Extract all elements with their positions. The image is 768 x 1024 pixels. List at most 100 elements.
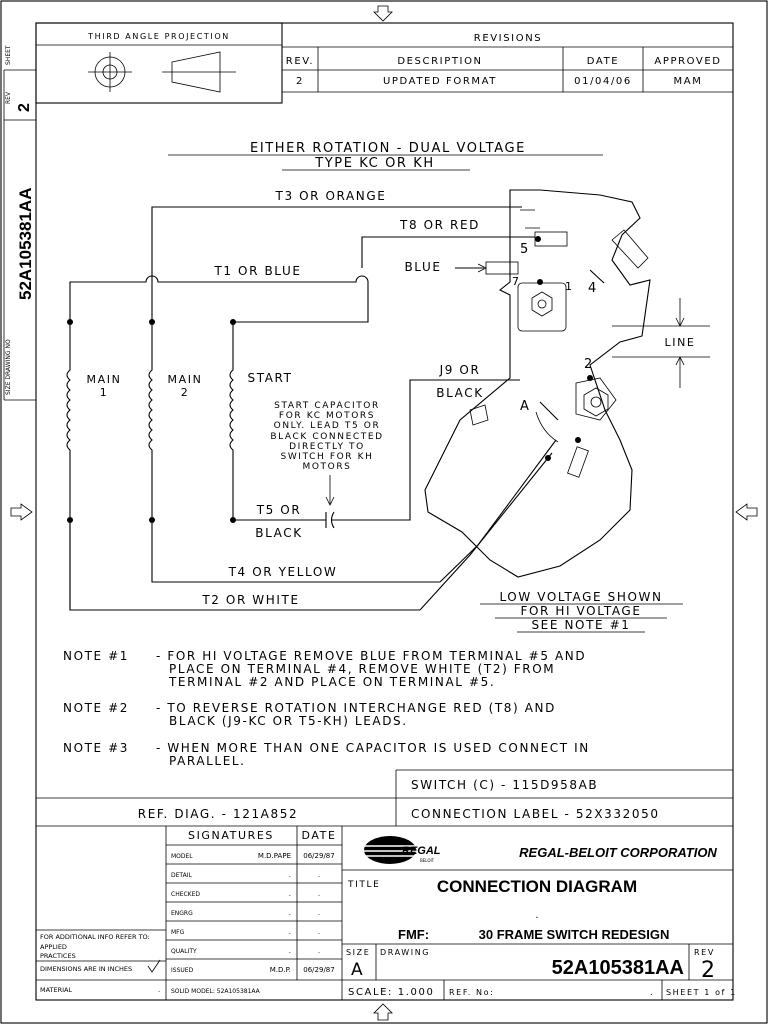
- sig-date: 06/29/87: [303, 852, 334, 860]
- approved-col-header: APPROVED: [654, 56, 721, 67]
- cap-note-line: DIRECTLY TO: [289, 442, 365, 452]
- switch-assembly: [424, 189, 651, 578]
- center-arrow-left-icon: [10, 503, 33, 521]
- inner-border: [35, 22, 734, 1001]
- label-main2-num: 2: [181, 386, 190, 399]
- material-value: .: [158, 986, 160, 994]
- sig-date: .: [318, 947, 320, 955]
- sig-role: MODEL: [171, 853, 193, 860]
- description-col-header: DESCRIPTION: [397, 56, 482, 67]
- dimensions-label: DIMENSIONS ARE IN INCHES: [40, 965, 132, 973]
- terminal-5-label: 5: [520, 242, 528, 257]
- sig-role: DETAIL: [171, 872, 192, 879]
- note-3-line: - WHEN MORE THAN ONE CAPACITOR IS USED C…: [156, 741, 590, 755]
- sig-name: .: [289, 871, 291, 879]
- low-voltage-line: FOR HI VOLTAGE: [520, 604, 641, 618]
- label-start: START: [247, 371, 292, 385]
- side-drawing-number: 52A105381AA: [16, 188, 35, 300]
- terminal-2-label: 2: [584, 357, 592, 372]
- label-j9: J9 OR: [439, 363, 481, 377]
- projection-box: THIRD ANGLE PROJECTION: [35, 22, 283, 104]
- revisions-table: REVISIONS REV. DESCRIPTION DATE APPROVED…: [282, 33, 733, 93]
- drawing-number: 52A105381AA: [552, 957, 684, 979]
- note-1-line: PLACE ON TERMINAL #4, REMOVE WHITE (T2) …: [169, 662, 555, 676]
- title-area: TITLE CONNECTION DIAGRAM . FMF: 30 FRAME…: [346, 877, 737, 998]
- projection-label: THIRD ANGLE PROJECTION: [87, 32, 230, 41]
- date-col-header: DATE: [587, 56, 619, 67]
- revisions-heading: REVISIONS: [474, 33, 542, 44]
- wire-t1: [69, 275, 369, 323]
- diagram-title-line1: EITHER ROTATION - DUAL VOLTAGE: [250, 141, 526, 156]
- sig-role: QUALITY: [171, 948, 197, 955]
- line-callout: LINE: [612, 298, 710, 388]
- applied-label: APPLIED: [40, 943, 67, 951]
- sig-name: M.D.PAPE: [258, 852, 291, 860]
- description-cell: UPDATED FORMAT: [383, 76, 497, 87]
- wire-t5: [332, 379, 520, 521]
- label-t4: T4 OR YELLOW: [228, 565, 338, 579]
- winding-start: [229, 322, 326, 521]
- logo-text: REGAL: [402, 845, 441, 857]
- sig-name: M.D.P.: [270, 966, 291, 974]
- winding-main2: [148, 322, 440, 583]
- signatures-table: SIGNATURES DATE MODEL M.D.PAPE 06/29/87 …: [171, 829, 335, 995]
- title-label: TITLE: [347, 880, 380, 890]
- terminal-a-label: A: [520, 399, 529, 414]
- approved-cell: MAM: [674, 76, 703, 87]
- wire-t3: [151, 206, 522, 322]
- label-t5-black: BLACK: [255, 526, 302, 540]
- drawing-label: DRAWING: [380, 948, 430, 957]
- size-label: SIZE: [346, 948, 370, 957]
- label-t8: T8 OR RED: [399, 218, 480, 232]
- diagram-title-line2: TYPE KC OR KH: [314, 156, 435, 171]
- low-voltage-note: LOW VOLTAGE SHOWN FOR HI VOLTAGE SEE NOT…: [480, 590, 683, 633]
- line-label: LINE: [665, 336, 696, 349]
- logo-subtext: BELOIT: [420, 858, 435, 863]
- cap-note-line: MOTORS: [303, 462, 352, 472]
- check-icon: [147, 959, 161, 973]
- sig-date: 06/29/87: [303, 966, 334, 974]
- ref-no-label: REF. No:: [449, 988, 494, 997]
- label-t2: T2 OR WHITE: [201, 593, 299, 607]
- company-name: REGAL-BELOIT CORPORATION: [519, 845, 717, 860]
- size-value: A: [351, 960, 363, 980]
- wiring: [66, 206, 557, 611]
- cap-note-line: SWITCH FOR KH: [281, 452, 374, 462]
- fmf-label: FMF:: [398, 927, 429, 942]
- sig-name: .: [289, 928, 291, 936]
- reference-block: SWITCH (C) - 115D958AB REF. DIAG. - 121A…: [36, 769, 733, 827]
- sig-name: .: [289, 890, 291, 898]
- solid-model: SOLID MODEL: 52A105381AA: [171, 988, 261, 995]
- side-rev-label: REV: [5, 91, 12, 104]
- projection-symbol-icon: [88, 51, 236, 93]
- sig-date: .: [318, 909, 320, 917]
- rev-col-header: REV.: [286, 56, 314, 67]
- note-1-line: TERMINAL #2 AND PLACE ON TERMINAL #5.: [168, 675, 495, 689]
- cap-note-line: START CAPACITOR: [274, 401, 380, 411]
- drawing-title: CONNECTION DIAGRAM: [437, 877, 637, 896]
- note-3-label: NOTE #3: [63, 741, 129, 755]
- drawing-subtitle: 30 FRAME SWITCH REDESIGN: [479, 927, 670, 942]
- diagram-title: EITHER ROTATION - DUAL VOLTAGE TYPE KC O…: [168, 141, 603, 171]
- ref-diag: REF. DIAG. - 121A852: [138, 807, 298, 821]
- terminal-1-label: 1: [565, 280, 572, 293]
- winding-main1: [66, 322, 420, 611]
- rev-label: REV: [694, 948, 715, 957]
- low-voltage-line: LOW VOLTAGE SHOWN: [499, 590, 662, 604]
- center-arrow-bottom-icon: [373, 1003, 393, 1021]
- sig-role: ISSUED: [171, 967, 194, 974]
- note-2-label: NOTE #2: [63, 701, 129, 715]
- sheet-label: SHEET 1 of 1: [666, 988, 737, 997]
- date-cell: 01/04/06: [574, 76, 632, 87]
- label-main1: MAIN: [87, 373, 122, 386]
- capacitor-note: START CAPACITOR FOR KC MOTORS ONLY. LEAD…: [270, 401, 383, 472]
- side-size-label: SIZE DRAWING NO: [5, 339, 12, 395]
- sig-role: ENGRG: [171, 910, 193, 917]
- company-logo: REGAL BELOIT REGAL-BELOIT CORPORATION: [358, 836, 717, 864]
- terminal-4-label: 4: [588, 281, 596, 296]
- terminal-7-label: 7: [512, 275, 519, 288]
- wire-t8: [361, 236, 535, 268]
- cap-note-line: BLACK CONNECTED: [270, 432, 383, 442]
- sig-date: .: [318, 890, 320, 898]
